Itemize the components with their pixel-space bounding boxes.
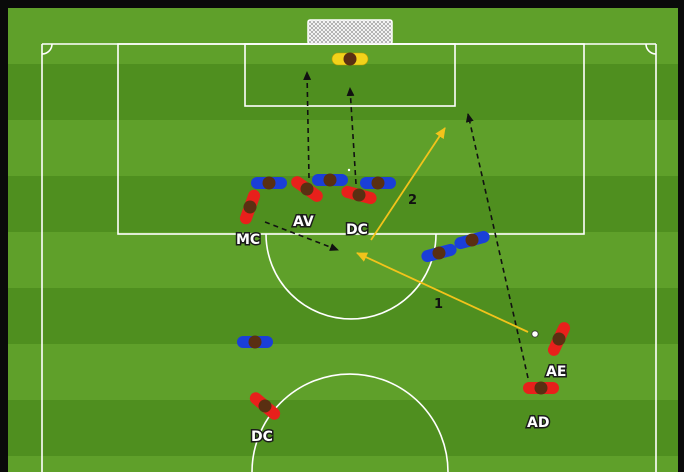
grass-stripe <box>8 400 678 456</box>
grass-stripe <box>8 344 678 400</box>
blue-player <box>312 174 348 187</box>
label-ad: AD <box>527 415 549 431</box>
label-dc-bottom: DC <box>251 429 273 445</box>
grass-stripes <box>8 8 678 472</box>
pass-number-2: 2 <box>408 193 417 208</box>
grass-stripe <box>8 120 678 176</box>
blue-player <box>251 177 287 190</box>
label-dc-top: DC <box>346 222 368 238</box>
red-player-ad <box>523 382 559 395</box>
grass-stripe <box>8 232 678 288</box>
grass-stripe <box>8 288 678 344</box>
label-ae: AE <box>546 364 566 380</box>
ball-marker <box>348 169 350 171</box>
label-av: AV <box>293 214 314 230</box>
grass-stripe <box>8 456 678 472</box>
blue-player <box>237 336 273 349</box>
ball <box>532 331 538 337</box>
label-mc: MC <box>236 232 260 248</box>
blue-player <box>360 177 396 190</box>
goalkeeper <box>332 53 368 66</box>
pass-number-1: 1 <box>434 297 443 312</box>
grass-stripe <box>8 64 678 120</box>
goal-net <box>308 20 392 44</box>
